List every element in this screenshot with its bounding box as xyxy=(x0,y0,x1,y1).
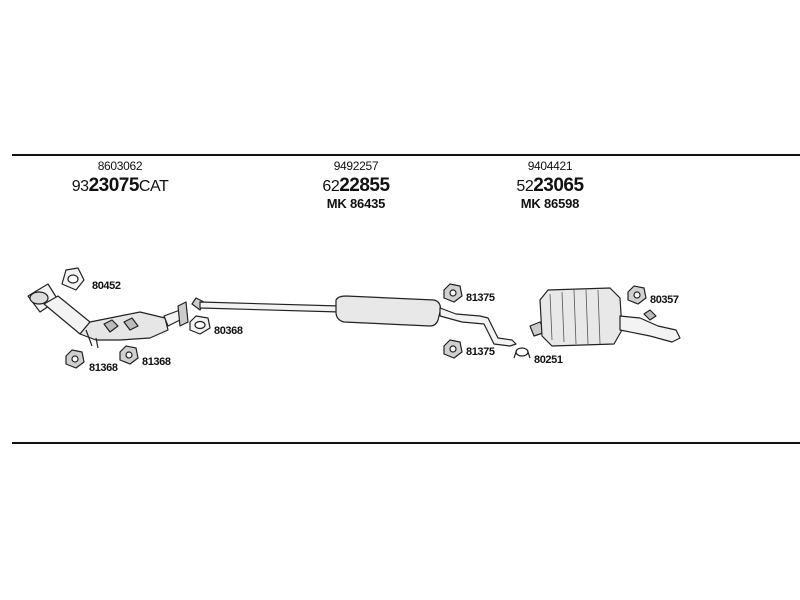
top-divider-line xyxy=(12,154,800,156)
part-label: 80368 xyxy=(214,325,243,337)
rubber-mount-81375-image xyxy=(443,283,463,359)
part-group-middle-silencer: 9492257 6222855 MK 86435 xyxy=(296,160,416,210)
part-number: 9323075CAT xyxy=(71,175,169,196)
part-code: 9404421 xyxy=(527,159,573,173)
part-label: 80357 xyxy=(650,294,679,306)
gasket-80368-image xyxy=(189,315,211,335)
middle-silencer-image xyxy=(191,295,517,347)
part-label: 81375 xyxy=(466,292,495,304)
mounting-kit-number: MK 86598 xyxy=(520,196,580,211)
part-group-rear-silencer: 9404421 5223065 MK 86598 xyxy=(490,160,610,210)
bottom-divider-line xyxy=(12,442,800,444)
rubber-mount-81368-image xyxy=(65,345,139,369)
part-label: 81368 xyxy=(142,356,171,368)
catalytic-converter-image xyxy=(27,283,189,349)
part-label: 81368 xyxy=(89,362,118,374)
part-label: 81375 xyxy=(466,346,495,358)
part-code: 9492257 xyxy=(333,159,379,173)
gasket-80452-image xyxy=(61,267,85,291)
part-group-catalytic-converter: 8603062 9323075CAT xyxy=(60,160,180,195)
clamp-80251-image xyxy=(513,347,531,359)
part-label: 80452 xyxy=(92,280,121,292)
rear-silencer-image xyxy=(529,287,681,347)
part-number: 5223065 xyxy=(516,175,584,196)
part-label: 80251 xyxy=(534,354,563,366)
part-code: 8603062 xyxy=(97,159,143,173)
part-number: 6222855 xyxy=(322,175,390,196)
mounting-kit-number: MK 86435 xyxy=(326,196,386,211)
rubber-mount-80357-image xyxy=(627,285,647,305)
